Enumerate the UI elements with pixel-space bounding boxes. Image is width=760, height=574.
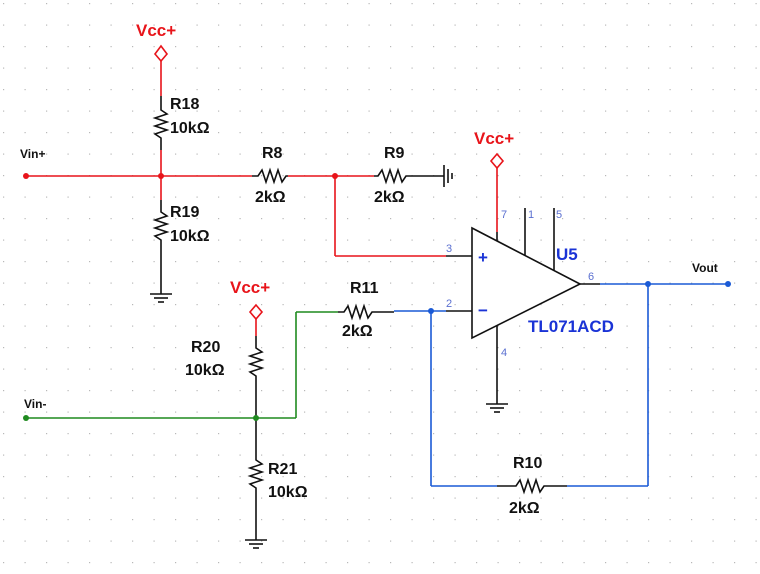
vcc-opamp-label: Vcc+ bbox=[474, 129, 514, 148]
r20-ref: R20 bbox=[191, 339, 220, 356]
pin-2-label: 2 bbox=[446, 298, 452, 310]
resistor-r18-body bbox=[152, 96, 170, 150]
pin-6-label: 6 bbox=[588, 271, 594, 283]
pin-5-label: 5 bbox=[556, 209, 562, 221]
terminal-vin-neg bbox=[23, 415, 29, 421]
terminal-vout bbox=[725, 281, 731, 287]
r10-value: 2kΩ bbox=[509, 500, 540, 517]
pin-4-label: 4 bbox=[501, 347, 507, 359]
resistor-r21-body bbox=[247, 450, 265, 506]
terminal-vin-pos bbox=[23, 173, 29, 179]
grid-dots bbox=[3, 3, 757, 564]
vcc-top-icon bbox=[153, 44, 169, 63]
r19-ref: R19 bbox=[170, 204, 199, 221]
component-leads bbox=[160, 175, 600, 540]
r10-ref: R10 bbox=[513, 455, 542, 472]
resistor-r10-body bbox=[497, 477, 567, 495]
junction-vin-neg-node bbox=[253, 415, 259, 421]
opamp-ref-label: U5 bbox=[556, 245, 578, 264]
junction-output-node bbox=[645, 281, 651, 287]
opamp-plus-sign: + bbox=[478, 248, 488, 267]
opamp-minus-sign: − bbox=[478, 301, 488, 320]
r21-value: 10kΩ bbox=[268, 484, 308, 501]
vin-pos-label: Vin+ bbox=[20, 147, 45, 161]
vcc-opamp-icon bbox=[489, 152, 505, 170]
vcc-bottom-icon bbox=[248, 303, 264, 321]
r9-ref: R9 bbox=[384, 145, 405, 162]
feedback-output-wires bbox=[394, 283, 728, 487]
r20-value: 10kΩ bbox=[185, 362, 225, 379]
r8-value: 2kΩ bbox=[255, 189, 286, 206]
resistor-r11-body bbox=[338, 303, 394, 321]
pin-3-label: 3 bbox=[446, 243, 452, 255]
opamp-u5-body bbox=[471, 226, 582, 340]
positive-input-wires bbox=[26, 60, 498, 336]
ground-r9-icon bbox=[443, 165, 453, 187]
ground-opamp-icon bbox=[486, 403, 508, 413]
negative-input-wires bbox=[26, 311, 338, 419]
ground-r21-icon bbox=[245, 539, 267, 549]
r8-ref: R8 bbox=[262, 145, 283, 162]
r11-value: 2kΩ bbox=[342, 323, 373, 340]
pin-1-label: 1 bbox=[528, 209, 534, 221]
r19-value: 10kΩ bbox=[170, 228, 210, 245]
r11-ref: R11 bbox=[350, 280, 379, 297]
pin-7-label: 7 bbox=[501, 209, 507, 221]
resistor-r9-body bbox=[374, 167, 408, 185]
junction-vin-pos-node bbox=[158, 173, 164, 179]
opamp-part-label: TL071ACD bbox=[528, 317, 614, 336]
junction-inv-node bbox=[428, 308, 434, 314]
vcc-bottom-label: Vcc+ bbox=[230, 278, 270, 297]
r9-value: 2kΩ bbox=[374, 189, 405, 206]
r18-value: 10kΩ bbox=[170, 120, 210, 137]
junction-noninv-node bbox=[332, 173, 338, 179]
r21-ref: R21 bbox=[268, 461, 297, 478]
vout-label: Vout bbox=[692, 261, 718, 275]
vin-neg-label: Vin- bbox=[24, 397, 46, 411]
ground-r19-icon bbox=[150, 293, 172, 303]
r18-ref: R18 bbox=[170, 96, 199, 113]
resistor-r20-body bbox=[247, 336, 265, 392]
vcc-top-label: Vcc+ bbox=[136, 21, 176, 40]
resistor-r19-body bbox=[152, 200, 170, 250]
resistor-r8-body bbox=[252, 167, 288, 185]
